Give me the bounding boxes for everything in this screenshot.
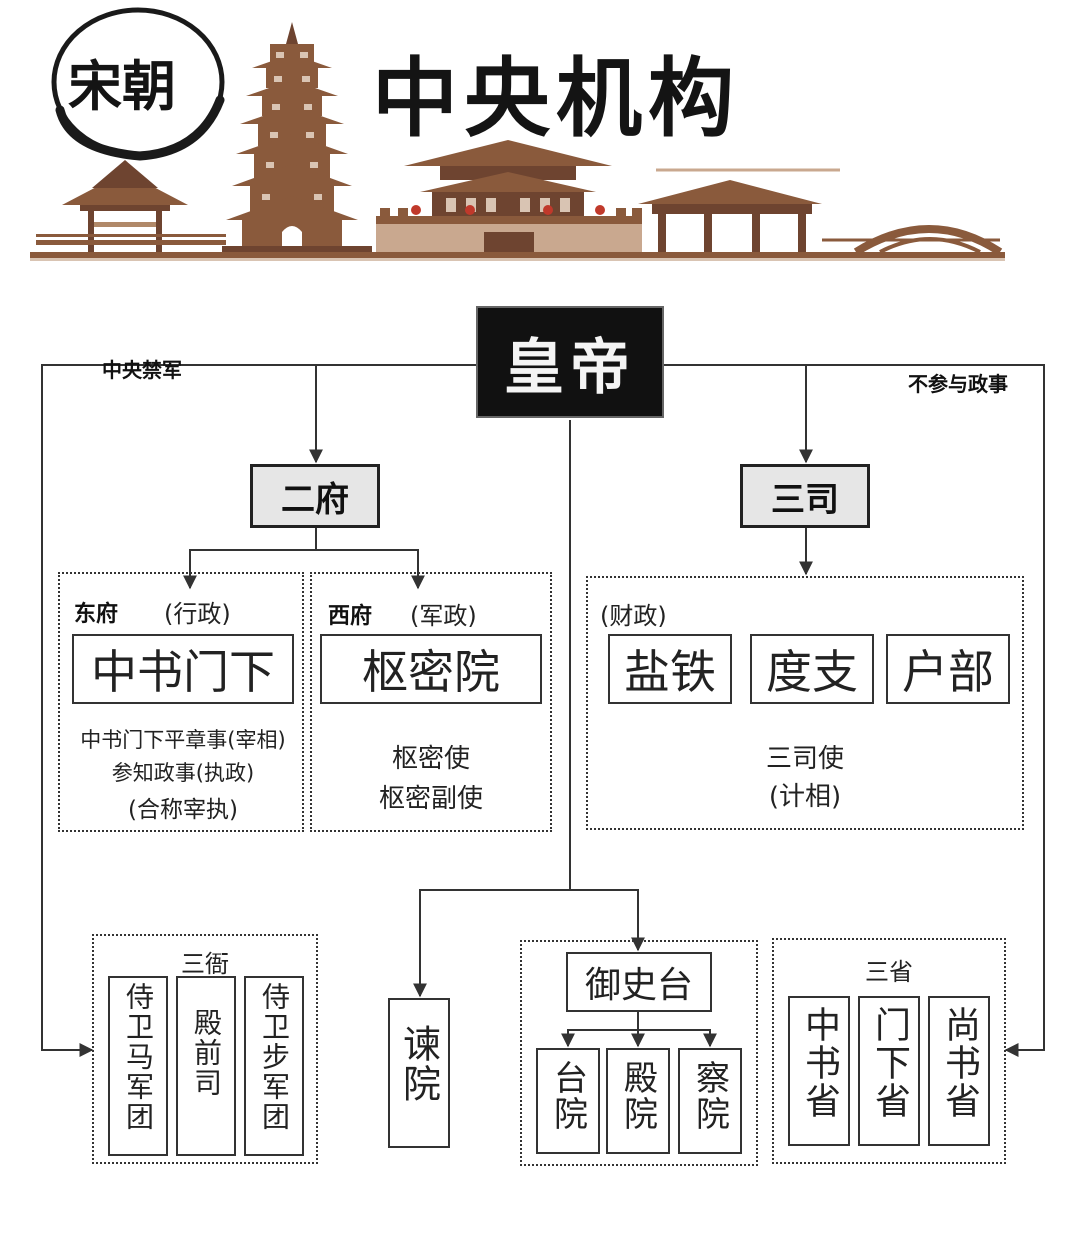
taiyuan-label: 台院 [547, 1060, 588, 1132]
zhongshusheng-box: 中书省 [788, 996, 850, 1146]
three-sheng-panel [772, 938, 1006, 1164]
guards-label: 中央禁军 [102, 358, 182, 382]
zhongshu-menxia-box: 中书门下 [72, 634, 294, 704]
zhongshu-menxia-label: 中书门下 [91, 645, 275, 699]
three-ya-panel [92, 934, 318, 1164]
west-official-1: 枢密使 [391, 744, 470, 774]
west-official-2: 枢密副使 [378, 784, 483, 814]
emperor-label: 皇帝 [504, 332, 636, 403]
east-fu-name: 东府 [74, 602, 119, 627]
mawei-box: 侍卫马军团 [108, 976, 168, 1156]
west-fu-name: 西府 [328, 604, 373, 629]
shumiyuan-label: 枢密院 [362, 645, 500, 699]
dianqiansi-box: 殿前司 [176, 976, 236, 1156]
west-fu-note: (军政) [410, 602, 477, 630]
emperor-box: 皇帝 [476, 306, 664, 418]
shangshusheng-box: 尚书省 [928, 996, 990, 1146]
three-ya-title: 三衙 [181, 950, 229, 978]
three-si-official: 三司使 [765, 744, 844, 774]
page-title: 中央机构 [372, 48, 740, 149]
east-official-3: (合称宰执) [128, 797, 238, 823]
taiyuan-box: 台院 [536, 1048, 600, 1154]
dianqiansi-label: 殿前司 [190, 1008, 223, 1098]
dianyuan-label: 殿院 [617, 1060, 658, 1132]
three-si-panel [586, 576, 1024, 830]
shangshusheng-label: 尚书省 [939, 1006, 980, 1120]
duzhi-box: 度支 [750, 634, 874, 704]
yantie-box: 盐铁 [608, 634, 732, 704]
two-fu-box: 二府 [250, 464, 380, 528]
three-sheng-title: 三省 [865, 958, 913, 986]
dianyuan-box: 殿院 [606, 1048, 670, 1154]
chayuan-label: 察院 [689, 1060, 730, 1132]
two-fu-title: 二府 [281, 479, 349, 520]
west-fu-panel [310, 572, 552, 832]
jianyuan-label: 谏院 [396, 1024, 441, 1104]
header-banner: 宋朝 中央机构 [0, 0, 1066, 275]
seal-text: 宋朝 [68, 54, 176, 118]
chayuan-box: 察院 [678, 1048, 742, 1154]
zhongshusheng-label: 中书省 [799, 1006, 840, 1120]
three-si-box: 三司 [740, 464, 870, 528]
mawei-label: 侍卫马军团 [122, 982, 155, 1132]
yushitai-box: 御史台 [566, 952, 712, 1012]
east-fu-panel [58, 572, 304, 832]
three-si-note: (财政) [600, 602, 667, 630]
buwei-label: 侍卫步军团 [258, 982, 291, 1132]
yushi-panel [520, 940, 758, 1166]
hubu-label: 户部 [902, 645, 994, 699]
hubu-box: 户部 [886, 634, 1010, 704]
no-politics-label: 不参与政事 [908, 372, 1008, 396]
three-si-official-note: (计相) [768, 782, 842, 812]
three-si-title: 三司 [771, 479, 839, 520]
east-official-2: 参知政事(执政) [111, 761, 255, 785]
menxiasheng-box: 门下省 [858, 996, 920, 1146]
yantie-label: 盐铁 [624, 645, 716, 699]
shumiyuan-box: 枢密院 [320, 634, 542, 704]
menxiasheng-label: 门下省 [869, 1006, 910, 1120]
architecture-illustration [30, 7, 1005, 261]
yushitai-label: 御史台 [584, 965, 693, 1006]
east-fu-note: (行政) [164, 600, 231, 628]
duzhi-label: 度支 [766, 645, 858, 699]
east-official-1: 中书门下平章事(宰相) [80, 728, 286, 752]
jianyuan-box: 谏院 [388, 998, 450, 1148]
buwei-box: 侍卫步军团 [244, 976, 304, 1156]
